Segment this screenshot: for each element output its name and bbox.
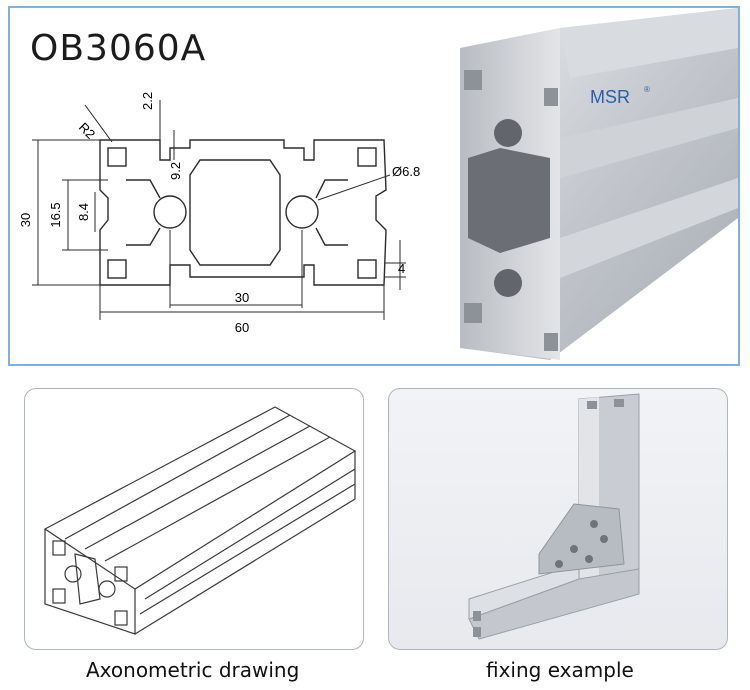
axonometric-drawing (43, 406, 357, 635)
fixing-example-image (468, 393, 640, 640)
brand-registered-mark: ® (644, 85, 650, 94)
model-title: OB3060A (30, 28, 207, 69)
axonometric-card (24, 388, 364, 650)
dim-center-distance: 30 (235, 290, 249, 305)
fixing-example-card (388, 388, 728, 650)
profile-photo: MSR ® (460, 8, 738, 360)
dim-width: 60 (235, 320, 249, 335)
dim-inner-height: 16.5 (48, 202, 63, 227)
dim-slot-depth: 9.2 (168, 162, 183, 180)
brand-logo: MSR (590, 87, 630, 107)
dim-height: 30 (20, 213, 33, 227)
dimension-lines (32, 100, 406, 320)
axonometric-caption: Axonometric drawing (86, 658, 300, 682)
cross-section-drawing: 30 16.5 8.4 30 60 4 2.2 9.2 R2 Ø6.8 (20, 92, 420, 335)
dim-wall: 4 (398, 261, 405, 276)
fixing-caption: fixing example (486, 658, 634, 682)
dim-hole-diameter: Ø6.8 (392, 164, 420, 179)
dim-radius: R2 (76, 120, 98, 142)
dim-slot-lip: 2.2 (140, 92, 155, 110)
profile-outline (99, 139, 387, 286)
dim-slot-width: 8.4 (76, 203, 91, 221)
